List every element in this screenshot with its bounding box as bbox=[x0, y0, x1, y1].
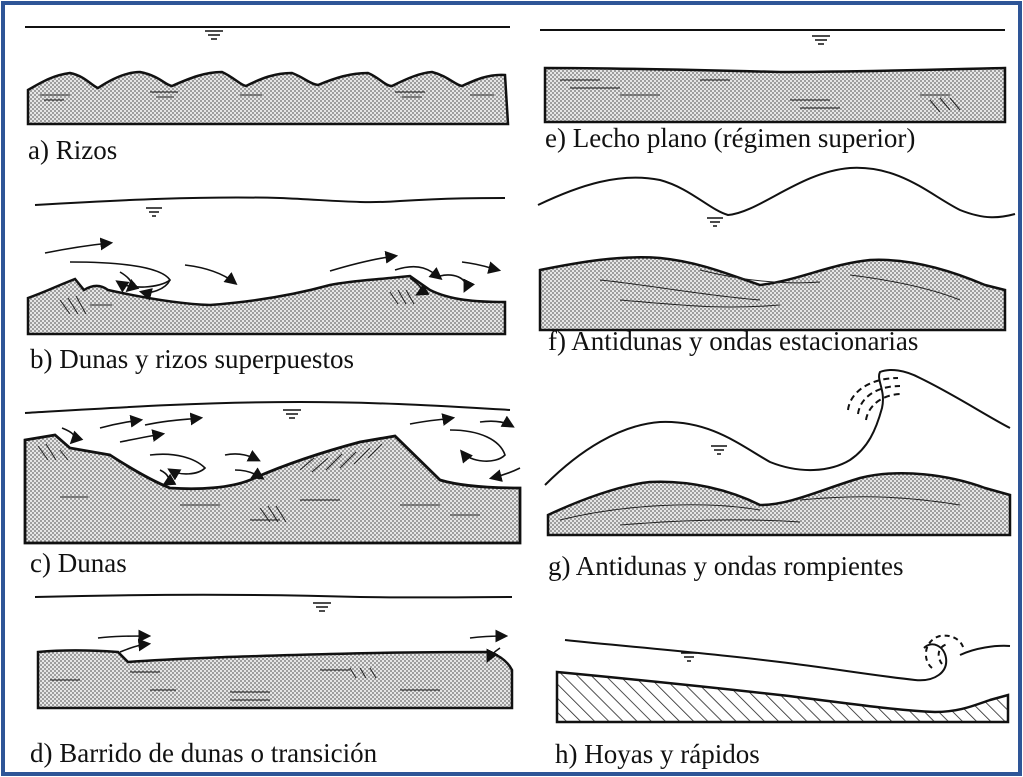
caption-b: b) Dunas y rizos superpuestos bbox=[30, 346, 354, 373]
water-level-icon bbox=[313, 603, 331, 611]
panel-h-chutes-and-pools bbox=[557, 636, 1010, 722]
caption-h: h) Hoyas y rápidos bbox=[555, 741, 760, 768]
water-level-icon bbox=[681, 653, 697, 661]
sediment-bed bbox=[25, 435, 520, 543]
water-surface bbox=[545, 370, 1010, 485]
panel-b-dunes-superposed-ripples bbox=[28, 197, 505, 334]
caption-c: c) Dunas bbox=[30, 550, 127, 577]
caption-f: f) Antidunas y ondas estacionarias bbox=[548, 328, 918, 355]
caption-a: a) Rizos bbox=[28, 137, 117, 164]
water-level-icon bbox=[707, 218, 723, 226]
water-surface bbox=[35, 595, 512, 598]
water-level-icon bbox=[146, 208, 162, 216]
sediment-bed bbox=[28, 72, 508, 124]
water-surface bbox=[565, 640, 946, 680]
breaking-crest-icon bbox=[848, 378, 902, 420]
panel-f-antidunes-standing-waves bbox=[538, 168, 1015, 330]
panel-a-ripples bbox=[25, 27, 510, 124]
water-level-icon bbox=[711, 446, 727, 454]
sediment-bed bbox=[38, 651, 512, 709]
sediment-bed bbox=[548, 473, 1010, 535]
caption-e: e) Lecho plano (régimen superior) bbox=[545, 125, 915, 152]
water-surface bbox=[35, 197, 505, 205]
caption-g: g) Antidunas y ondas rompientes bbox=[548, 553, 903, 580]
water-level-icon bbox=[812, 36, 830, 44]
water-surface-lower bbox=[960, 646, 1010, 655]
water-level-icon bbox=[283, 410, 301, 418]
sediment-bed bbox=[540, 257, 1005, 330]
water-surface bbox=[25, 402, 510, 413]
sediment-bed bbox=[557, 672, 1008, 722]
water-level-icon bbox=[205, 31, 223, 39]
water-surface bbox=[538, 168, 1015, 217]
panel-d-washed-out-dunes bbox=[35, 595, 512, 708]
panel-c-dunes bbox=[25, 402, 520, 543]
caption-d: d) Barrido de dunas o transición bbox=[30, 740, 377, 767]
panel-g-antidunes-breaking-waves bbox=[545, 370, 1010, 535]
panel-e-plane-bed bbox=[540, 30, 1005, 122]
